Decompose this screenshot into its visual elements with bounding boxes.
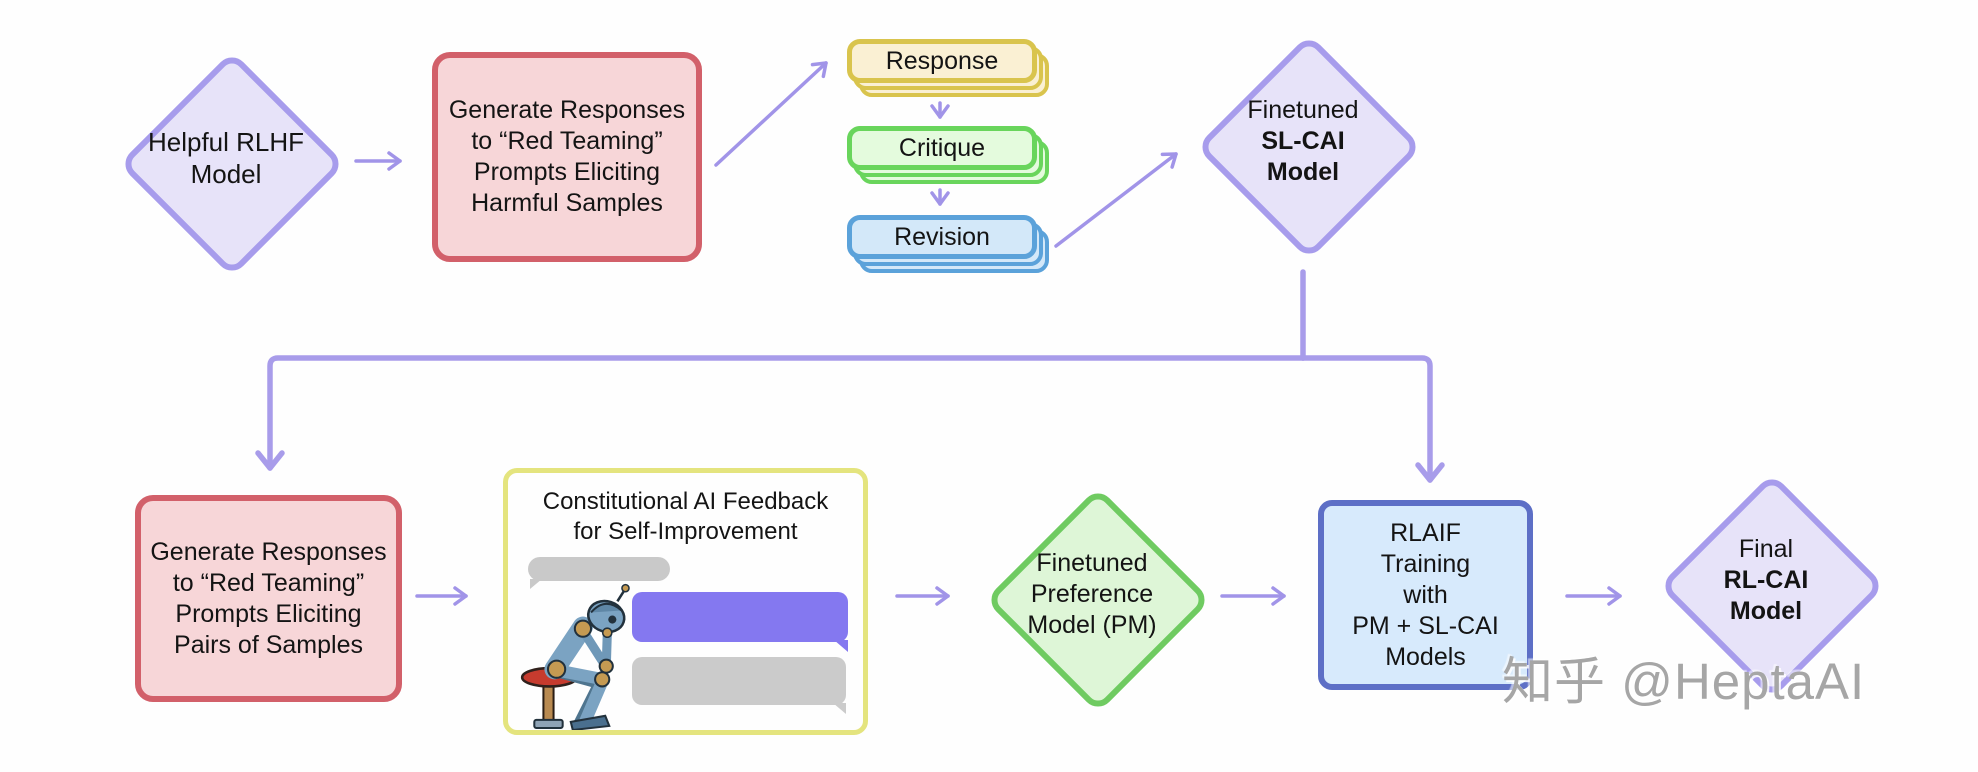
- label-line: Training: [1380, 549, 1471, 578]
- label-line: RL-CAI: [1723, 565, 1809, 594]
- thinker-robot-illustration: [520, 583, 630, 730]
- node-finetuned-preference-model-label: Finetuned Preference Model (PM): [987, 546, 1197, 642]
- label-line: PM + SL-CAI: [1352, 611, 1499, 640]
- label-line: RLAIF: [1390, 518, 1461, 547]
- label-line: Prompts Eliciting: [175, 599, 362, 628]
- label-line: Generate Responses: [150, 537, 387, 566]
- node-cai-feedback-panel: Constitutional AI Feedback for Self-Impr…: [503, 468, 868, 735]
- speech-bubble-feedback: [632, 592, 848, 652]
- label-line: Helpful RLHF: [147, 127, 305, 157]
- label-line: for Self-Improvement: [573, 518, 798, 545]
- label-line: Model: [190, 159, 262, 189]
- node-critique-stack: Critique: [847, 126, 1049, 184]
- label-line: Model: [1266, 157, 1340, 186]
- label-line: Pairs of Samples: [174, 630, 363, 659]
- label-line: with: [1403, 580, 1448, 609]
- speech-bubble-tail: [834, 640, 848, 652]
- node-critique-label: Critique: [847, 126, 1037, 170]
- cai-feedback-title: Constitutional AI Feedback for Self-Impr…: [508, 473, 863, 547]
- label-line: SL-CAI: [1261, 126, 1345, 155]
- label-line: Generate Responses: [448, 96, 686, 124]
- branch-left-to-generate-pairs: [255, 355, 1306, 471]
- node-helpful-rlhf-model-label: Helpful RLHF Model: [121, 118, 331, 198]
- label-line: Preference: [1030, 579, 1154, 608]
- node-finetuned-slcai-model-label: Finetuned SL-CAI Model: [1198, 93, 1408, 189]
- speech-bubble-tail: [833, 703, 846, 714]
- label-line: Final: [1738, 534, 1794, 563]
- label-line: Constitutional AI Feedback: [542, 488, 829, 515]
- label-line: to “Red Teaming”: [471, 127, 663, 155]
- label-line: Models: [1385, 642, 1466, 671]
- node-revision-label: Revision: [847, 215, 1037, 259]
- label-line: Model: [1729, 596, 1803, 625]
- node-response-stack: Response: [847, 39, 1049, 97]
- node-generate-pairs-samples: Generate Responses to “Red Teaming” Prom…: [135, 495, 402, 702]
- arrow-generate-to-response: [714, 61, 828, 167]
- node-generate-harmful-samples: Generate Responses to “Red Teaming” Prom…: [432, 52, 702, 262]
- label-line: Harmful Samples: [471, 189, 663, 217]
- label-line: to “Red Teaming”: [172, 568, 365, 597]
- label-line: Prompts Eliciting: [473, 158, 661, 186]
- label-line: Model (PM): [1027, 610, 1157, 639]
- speech-bubble-revision: [632, 657, 846, 714]
- label-line: Finetuned: [1247, 95, 1359, 124]
- node-response-label: Response: [847, 39, 1037, 83]
- speech-bubble-prompt: [528, 557, 670, 589]
- node-final-rlcai-model-label: Final RL-CAI Model: [1661, 532, 1871, 628]
- label-line: Finetuned: [1036, 548, 1148, 577]
- speech-bubble-tail: [530, 579, 542, 589]
- watermark: 知乎 @HeptaAI: [1502, 653, 1866, 710]
- branch-right-to-rlaif: [1300, 355, 1445, 483]
- arrow-revision-to-slcai: [1054, 152, 1178, 248]
- node-revision-stack: Revision: [847, 215, 1049, 273]
- node-rlaif-training: RLAIF Training with PM + SL-CAI Models: [1318, 500, 1533, 690]
